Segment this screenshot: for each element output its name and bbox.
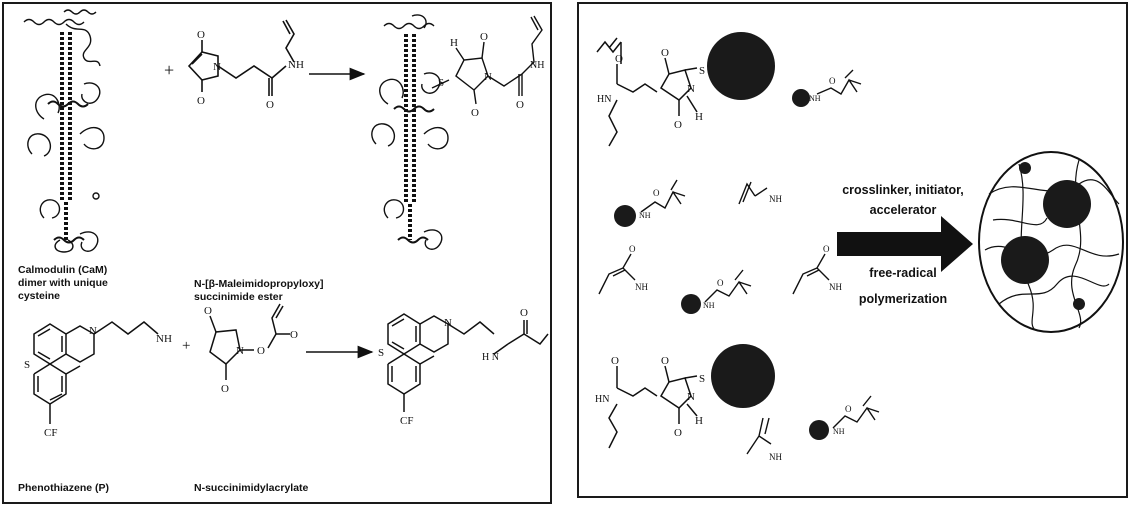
svg-text:CF: CF <box>44 427 57 439</box>
svg-text:O: O <box>204 305 212 317</box>
conditions-label: crosslinker, initiator, accelerator <box>842 183 964 217</box>
svg-text:CF: CF <box>400 415 413 427</box>
polymerization-label: free-radical polymerization <box>858 266 948 306</box>
svg-text:N: N <box>687 391 695 403</box>
svg-text:O: O <box>661 355 669 367</box>
svg-text:N: N <box>236 345 244 357</box>
svg-text:O: O <box>845 404 852 414</box>
svg-text:O: O <box>480 31 488 43</box>
svg-text:NH: NH <box>829 282 842 292</box>
svg-text:O: O <box>661 47 669 59</box>
svg-text:NH: NH <box>288 59 304 71</box>
svg-text:O: O <box>717 278 724 288</box>
svg-text:O: O <box>516 99 524 111</box>
right-panel: O HN O O N S H NH O NH O NH O NH O NH <box>577 2 1128 498</box>
cam-conjugate-structure <box>371 14 543 250</box>
svg-text:N: N <box>484 71 492 83</box>
svg-text:NH: NH <box>769 194 782 204</box>
phenothiazine-structure <box>33 321 159 424</box>
calmodulin-label: Calmodulin (CaM) dimer with unique cyste… <box>18 264 108 302</box>
svg-text:S: S <box>24 359 30 371</box>
svg-text:O: O <box>520 307 528 319</box>
svg-text:N: N <box>444 317 452 329</box>
svg-text:O: O <box>674 119 682 131</box>
maleimide-linker-label: N-[β-Maleimidopropyloxy] succinimide est… <box>194 278 324 303</box>
svg-text:O: O <box>197 95 205 107</box>
reaction-scheme-left: + O O N O NH <box>23 9 549 439</box>
svg-text:O: O <box>197 29 205 41</box>
small-sphere <box>614 205 636 227</box>
svg-text:NH: NH <box>635 282 648 292</box>
svg-text:HN: HN <box>595 394 609 405</box>
svg-text:NH: NH <box>530 60 544 71</box>
svg-text:O: O <box>290 329 298 341</box>
svg-text:NH: NH <box>769 452 782 462</box>
protein-sphere <box>711 344 775 408</box>
left-panel: + O O N O NH <box>2 2 552 504</box>
svg-text:O: O <box>674 427 682 439</box>
polymerization-arrow <box>837 216 973 272</box>
succinimidylacrylate-label: N-succinimidylacrylate <box>194 482 309 494</box>
svg-text:N: N <box>213 61 221 73</box>
svg-text:N: N <box>89 325 97 337</box>
maleimide-linker-structure <box>187 19 295 96</box>
svg-text:S: S <box>699 373 705 385</box>
phenothiazene-label: Phenothiazene (P) <box>18 482 110 494</box>
polymerization-scheme: O HN O O N S H NH O NH O NH O NH O NH <box>595 32 1124 462</box>
svg-text:NH: NH <box>703 301 715 310</box>
svg-text:S: S <box>378 347 384 359</box>
svg-text:O: O <box>629 244 636 254</box>
svg-text:O: O <box>257 345 265 357</box>
svg-text:S: S <box>699 65 705 77</box>
acrylated-phenothiazine-structure <box>387 313 549 412</box>
svg-text:+: + <box>182 338 190 354</box>
svg-text:NH: NH <box>156 333 172 345</box>
small-sphere <box>681 294 701 314</box>
protein-sphere <box>707 32 775 100</box>
svg-text:NH: NH <box>833 427 845 436</box>
svg-text:NH: NH <box>639 211 651 220</box>
svg-text:O: O <box>471 107 479 119</box>
svg-text:O: O <box>829 76 836 86</box>
svg-text:H: H <box>695 415 703 427</box>
svg-text:H: H <box>450 37 458 49</box>
svg-text:O: O <box>266 99 274 111</box>
protein-conjugate-bottom <box>608 365 698 449</box>
svg-text:O: O <box>221 383 229 395</box>
svg-text:H: H <box>695 111 703 123</box>
svg-text:H N: H N <box>482 352 499 363</box>
small-sphere <box>809 420 829 440</box>
svg-text:O: O <box>823 244 830 254</box>
svg-text:HN: HN <box>597 94 611 105</box>
protein-conjugate-top <box>596 37 698 147</box>
hydrogel-network <box>978 151 1124 333</box>
svg-text:S: S <box>438 77 444 89</box>
svg-text:NH: NH <box>809 94 821 103</box>
svg-text:O: O <box>653 188 660 198</box>
calmodulin-dimer-structure <box>23 9 105 253</box>
svg-text:O: O <box>611 355 619 367</box>
succinimidylacrylate-structure <box>209 303 290 380</box>
small-sphere <box>792 89 810 107</box>
svg-text:N: N <box>687 83 695 95</box>
svg-text:O: O <box>615 53 623 65</box>
plus-sign: + <box>164 60 174 80</box>
